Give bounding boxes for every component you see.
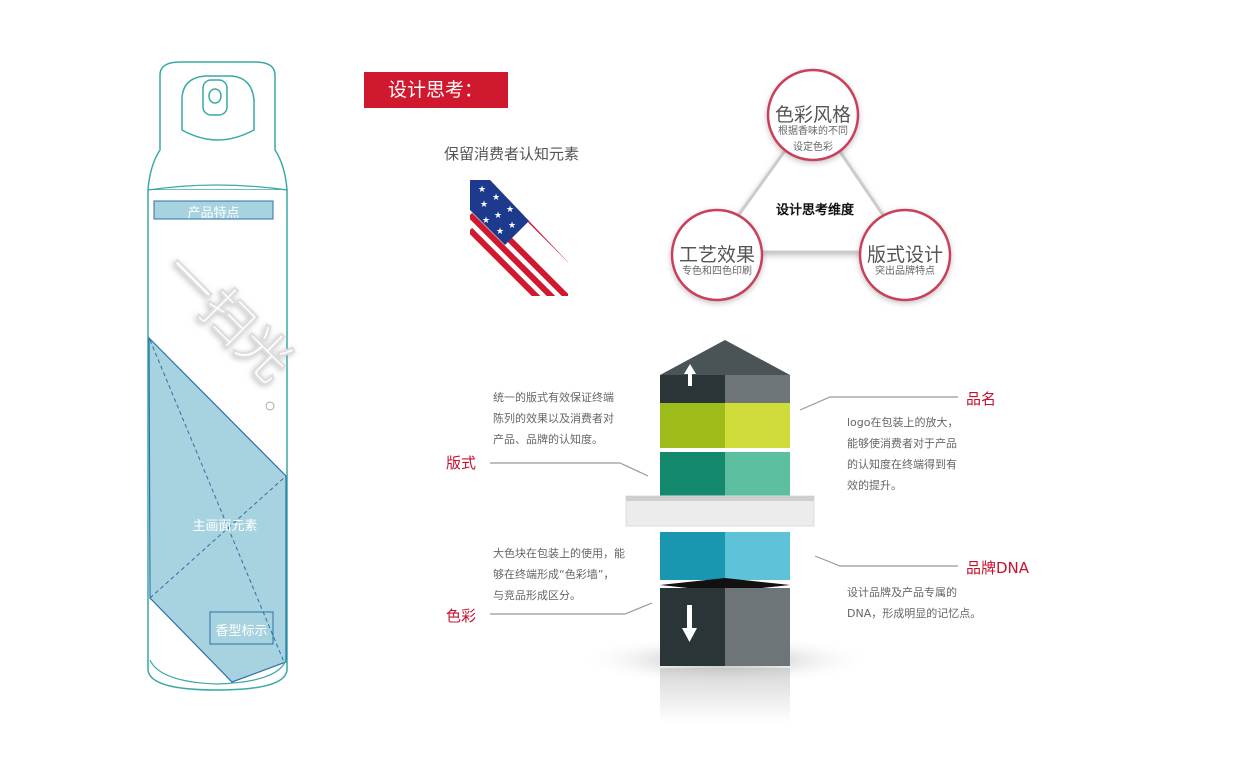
node-title-color: 色彩风格	[774, 104, 851, 126]
desc-line: logo在包装上的放大，	[847, 416, 959, 429]
desc-line: 大色块在包装上的使用，能	[493, 547, 625, 560]
arrow-up-icon	[684, 364, 696, 386]
desc-line: 陈列的效果以及消费者对	[493, 412, 614, 425]
dna-desc: 设计品牌及产品专属的 DNA，形成明显的记忆点。	[847, 582, 981, 624]
node-desc-color: 根据香味的不同设定色彩	[768, 124, 858, 156]
svg-text:★: ★	[494, 211, 502, 221]
color-label: 色彩	[446, 607, 477, 625]
svg-text:★: ★	[482, 216, 490, 226]
desc-line: 效的提升。	[847, 479, 902, 492]
block-stack	[575, 340, 875, 723]
spray-can: 一扫光	[147, 61, 304, 691]
layout-desc: 统一的版式有效保证终端陈列的效果以及消费者对产品、品牌的认知度。	[493, 387, 614, 450]
arrow-down-icon	[682, 605, 697, 642]
desc-line: 的认知度在终端得到有	[847, 458, 957, 471]
can-main-visual-label: 主画面元素	[192, 519, 258, 534]
desc-line: 与竞品形成区分。	[493, 589, 581, 602]
desc-line: 根据香味的不同	[778, 126, 848, 137]
can-scent-label: 香型标示	[215, 624, 268, 639]
section-title: 设计思考：	[364, 72, 508, 108]
dna-label: 品牌DNA	[966, 559, 1030, 577]
flag-graphic: ★ ★ ★ ★ ★ ★ ★ ★	[470, 180, 568, 296]
svg-text:★: ★	[496, 227, 504, 237]
node-title-craft: 工艺效果	[678, 244, 755, 266]
flag-caption: 保留消费者认知元素	[444, 145, 580, 163]
desc-line: 设计品牌及产品专属的	[847, 586, 957, 599]
desc-line: 统一的版式有效保证终端	[493, 391, 614, 404]
node-title-layout: 版式设计	[866, 244, 943, 266]
dimension-circles	[670, 68, 952, 302]
svg-text:★: ★	[480, 200, 488, 210]
dimensions-center-label: 设计思考维度	[775, 203, 854, 218]
desc-line: 够在终端形成“色彩墙”，	[493, 568, 615, 581]
svg-text:★: ★	[508, 221, 516, 231]
layout-label: 版式	[446, 454, 477, 472]
desc-line: DNA，形成明显的记忆点。	[847, 607, 982, 620]
svg-text:★: ★	[478, 185, 486, 195]
node-desc-layout: 突出品牌特点	[875, 266, 935, 277]
desc-line: 能够使消费者对于产品	[847, 437, 957, 450]
svg-text:★: ★	[492, 193, 500, 203]
node-desc-craft: 专色和四色印刷	[682, 266, 752, 277]
can-feature-label: 产品特点	[187, 206, 240, 221]
desc-line: 产品、品牌的认知度。	[493, 433, 603, 446]
name-label: 品名	[966, 390, 997, 408]
svg-text:★: ★	[506, 205, 514, 215]
color-desc: 大色块在包装上的使用，能够在终端形成“色彩墙”， 与竞品形成区分。	[493, 543, 625, 606]
desc-line: 设定色彩	[793, 142, 833, 153]
name-desc: logo在包装上的放大， 能够使消费者对于产品的认知度在终端得到有效的提升。	[847, 412, 959, 496]
